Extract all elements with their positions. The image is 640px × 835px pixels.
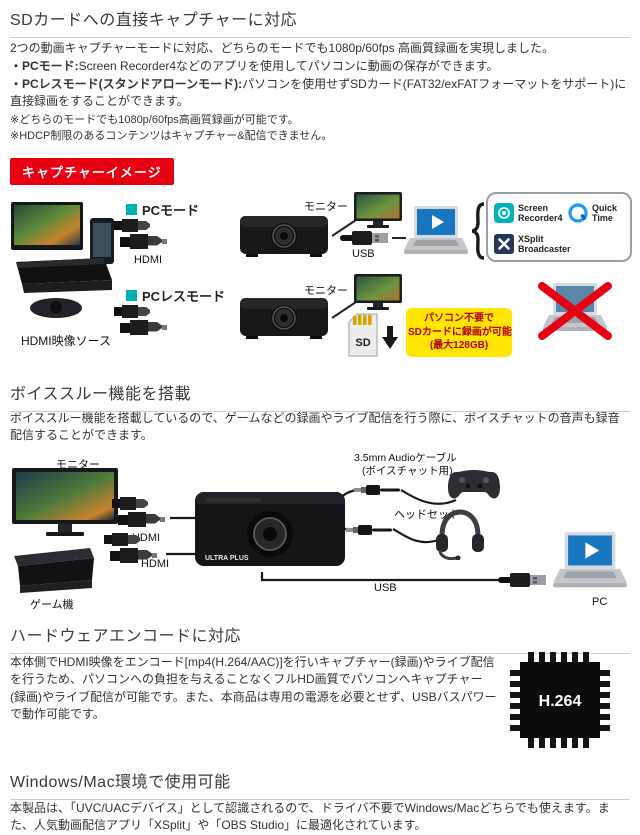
note-2: ※HDCP制限のあるコンテンツはキャプチャー&配信できません。 — [10, 130, 333, 142]
monitor-label-row2: モニター — [304, 285, 348, 297]
voice-through-diagram: モニター HDMI ゲーム機 — [10, 448, 630, 620]
audio-cable-label-line1: 3.5mm Audioケーブル — [354, 452, 457, 464]
monitor-icon-row2 — [354, 274, 402, 317]
teal-square-icon — [126, 204, 137, 215]
capture-device-image-row1 — [238, 212, 330, 265]
xsplit-icon — [494, 234, 514, 255]
pc-label: PC — [592, 596, 608, 608]
screen-recorder4-icon — [494, 203, 514, 224]
app-xsplit-name: XSplit Broadcaster — [518, 234, 571, 255]
pcless-mode-bullet-text: パソコンを使用せずSDカード(FAT32/exFATフォーマットをサポート)に直… — [10, 77, 627, 109]
hdmi-plug-icon — [112, 218, 176, 257]
app-screen-recorder4-name: Screen Recorder4 — [518, 203, 563, 224]
monitor-label-row1: モニター — [304, 201, 348, 213]
h264-chip-icon: H.264 — [510, 652, 610, 753]
cable-lines — [331, 219, 406, 319]
teal-square-icon — [126, 290, 137, 301]
os-section-title: Windows/Mac環境で使用可能 — [10, 768, 630, 800]
monitor-image — [12, 468, 118, 545]
capture-device-image-row2 — [238, 294, 330, 347]
encode-section-title: ハードウェアエンコードに対応 — [10, 622, 630, 654]
hdmi-label-row1: HDMI — [133, 254, 163, 266]
pc-mode-heading-label: PCモード — [142, 203, 200, 218]
hdmi-plug-icon-monitor — [110, 496, 174, 535]
audio-jack-icon-chat — [354, 482, 400, 503]
encode-body-text: 本体側でHDMI映像をエンコード[mp4(H.264/AAC)]を行いキャプチャ… — [10, 655, 497, 722]
software-apps-box: Screen Recorder4 Quick Time XSplit — [486, 192, 632, 262]
pcless-mode-bullet: ・PCレスモード(スタンドアローンモード):パソコンを使用せずSDカード(FAT… — [10, 76, 630, 111]
capture-modes-diagram: HDMI映像ソース PCモード HDMI モニター — [10, 192, 632, 382]
game-controller-icon — [446, 464, 502, 511]
sd-callout-line1: パソコン不要で — [424, 313, 494, 324]
game-console-icon — [10, 544, 96, 603]
os-body-text: 本製品は、「UVC/UACデバイス」として認識されるので、ドライバ不要でWind… — [10, 801, 610, 833]
hdmi-source-label: HDMI映像ソース — [20, 334, 112, 348]
hdmi-source-image — [10, 196, 120, 333]
pc-mode-heading: PCモード — [126, 200, 199, 219]
headset-icon — [432, 506, 488, 565]
usb-label: USB — [374, 582, 397, 594]
sd-card-icon: SD — [346, 312, 400, 363]
red-x-icon — [538, 282, 612, 340]
voice-section-title: ボイススルー機能を搭載 — [10, 380, 630, 412]
crossed-out-laptop-icon — [532, 278, 618, 349]
game-console-label: ゲーム機 — [30, 599, 74, 611]
pcless-mode-heading: PCレスモード — [126, 286, 225, 305]
capture-image-badge: キャプチャーイメージ — [10, 158, 174, 185]
laptop-icon-row1 — [404, 206, 468, 263]
app-screen-recorder4: Screen Recorder4 — [494, 203, 563, 224]
sd-section-title: SDカードへの直接キャプチャーに対応 — [10, 6, 630, 38]
app-quicktime-name: Quick Time — [592, 203, 618, 224]
arrow-down-icon — [382, 326, 398, 349]
note-1: ※どちらのモードでも1080p/60fps高画質録画が可能です。 — [10, 114, 299, 126]
headset-label: ヘッドセット — [394, 509, 460, 521]
hdmi-plug-icon-row2 — [112, 304, 176, 343]
device-brand-text: ULTRA PLUS — [205, 555, 249, 562]
hdmi-label-2: HDMI — [140, 558, 170, 570]
pc-mode-bullet: ・PCモード:Screen Recorder4などのアプリを使用してパソコンに動… — [10, 58, 630, 75]
sd-callout: パソコン不要で SDカードに録画が可能 (最大128GB) — [406, 308, 512, 357]
sd-callout-line2: SDカードに録画が可能 — [408, 326, 512, 338]
pc-mode-bullet-label: ・PCモード: — [10, 59, 79, 73]
pcless-mode-bullet-label: ・PCレスモード(スタンドアローンモード): — [10, 77, 243, 91]
pc-mode-bullet-text: Screen Recorder4などのアプリを使用してパソコンに動画の保存ができ… — [78, 59, 499, 73]
usb-label-row1: USB — [352, 248, 375, 260]
app-quicktime: Quick Time — [568, 203, 617, 224]
usb-plug-icon-row1 — [340, 228, 392, 253]
monitor-icon-row1 — [354, 192, 402, 235]
audio-jack-icon-headset — [346, 522, 392, 543]
cable-lines — [166, 488, 499, 582]
sd-card-text: SD — [355, 337, 370, 349]
pcless-mode-heading-label: PCレスモード — [142, 289, 226, 304]
audio-cable-label-line2: (ボイスチャット用) — [362, 465, 453, 477]
hdmi-plug-icon-console — [102, 532, 166, 571]
brace-icon — [470, 202, 486, 265]
voice-body-text: ボイススルー機能を搭載しているので、ゲームなどの録画やライブ配信を行う際に、ボイ… — [10, 411, 620, 443]
sd-intro-text: 2つの動画キャプチャーモードに対応、どちらのモードでも1080p/60fps 高… — [10, 41, 554, 55]
h264-chip-label: H.264 — [539, 693, 582, 710]
pc-laptop-icon — [552, 532, 628, 597]
sd-callout-line3: (最大128GB) — [429, 340, 489, 351]
usb-plug-icon — [498, 570, 550, 595]
app-xsplit: XSplit Broadcaster — [494, 234, 571, 255]
quicktime-icon — [568, 203, 588, 223]
capture-device-image-large: ULTRA PLUS — [195, 488, 345, 577]
